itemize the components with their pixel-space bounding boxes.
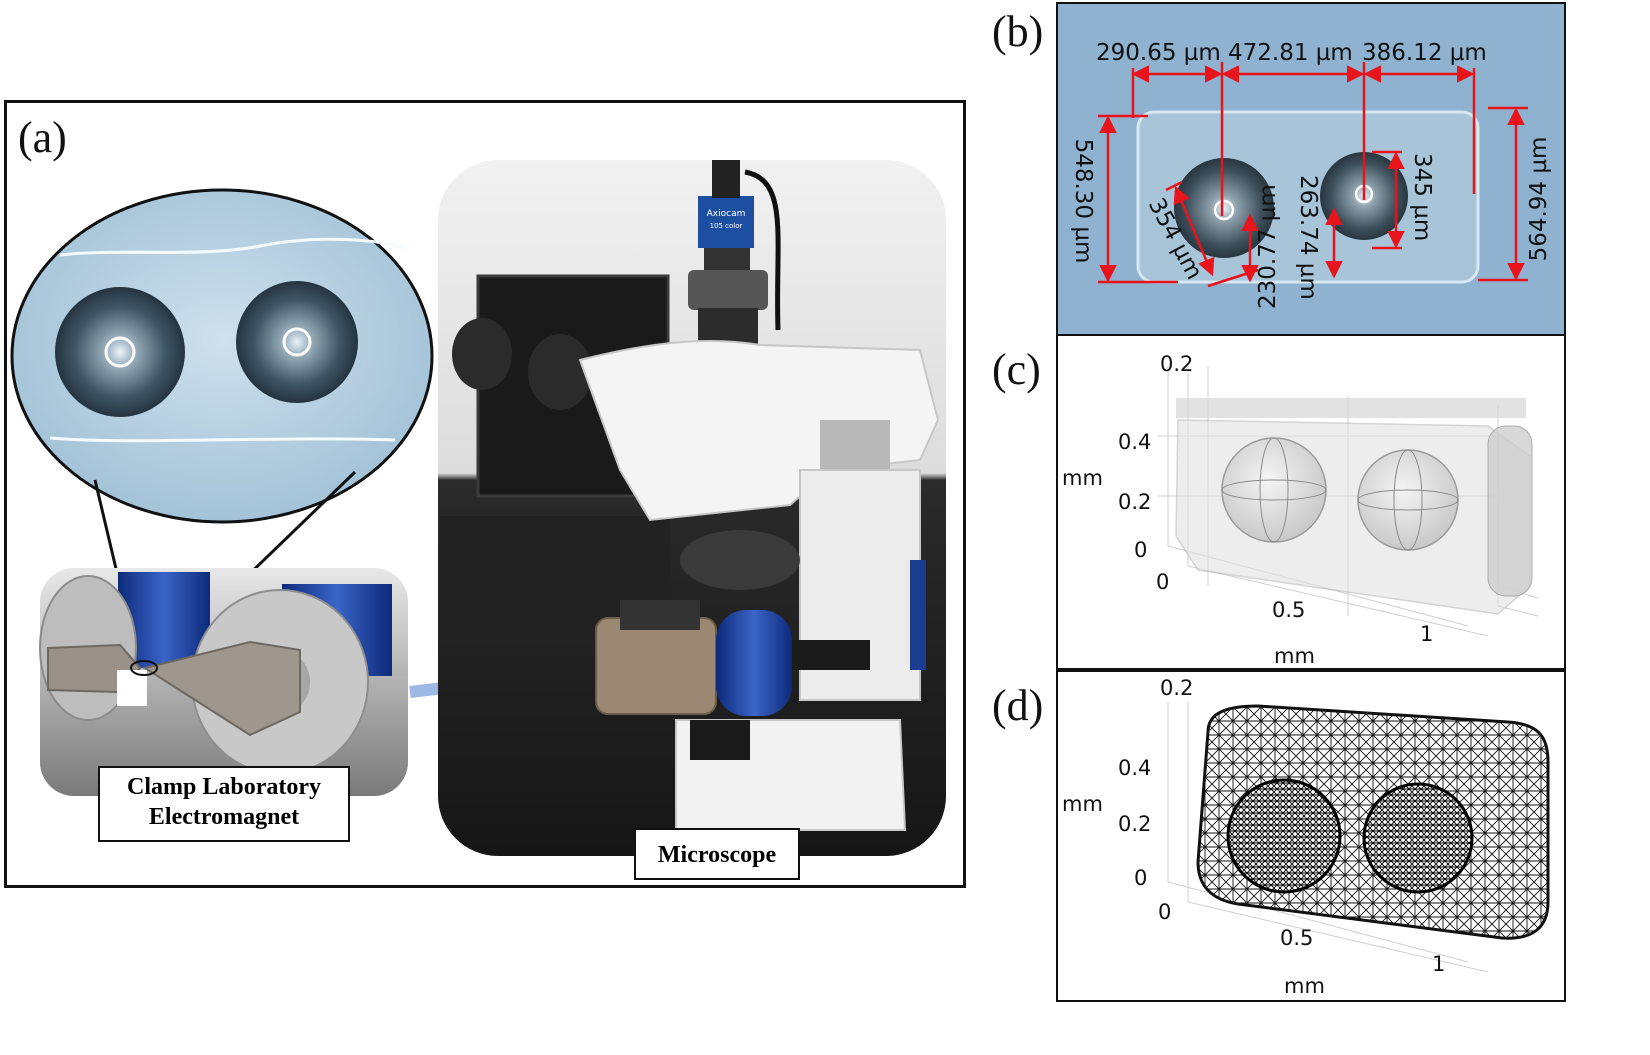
panel-d-z-tick-1: 0.2 xyxy=(1160,676,1194,700)
panel-c-z-unit: mm xyxy=(1062,466,1103,490)
panel-d-z-tick-3: 0.2 xyxy=(1118,812,1152,836)
panel-c-z-tick-2: 0.4 xyxy=(1118,430,1152,454)
electromagnet-label-line1: Clamp Laboratory xyxy=(127,774,321,800)
measure-depth-left: 230.77 µm xyxy=(1255,184,1281,309)
microscope-photo: Axiocam 105 color xyxy=(438,160,946,856)
measure-gap-left: 290.65 µm xyxy=(1096,40,1221,66)
electromagnet-photo xyxy=(39,568,408,796)
panel-d-mesh-plot xyxy=(1167,702,1550,973)
measure-gap-middle: 472.81 µm xyxy=(1228,40,1353,66)
panel-b xyxy=(1056,2,1566,336)
panel-d-x-tick-1: 0 xyxy=(1158,900,1172,924)
electromagnet-label: Clamp Laboratory Electromagnet xyxy=(98,766,350,842)
camera-brand: Axiocam xyxy=(707,209,746,219)
panel-c xyxy=(1056,336,1566,670)
magnetic-sphere-right xyxy=(236,281,358,403)
measure-depth-right: 263.74 µm xyxy=(1295,175,1321,300)
panel-d-z-unit: mm xyxy=(1062,792,1103,816)
electromagnet-label-line2: Electromagnet xyxy=(148,804,300,830)
panel-c-x-tick-3: 1 xyxy=(1420,622,1434,646)
camera-model: 105 color xyxy=(710,222,743,230)
mesh-sphere-left xyxy=(1226,778,1342,894)
panel-c-x-tick-2: 0.5 xyxy=(1272,598,1306,622)
panel-d-letter: (d) xyxy=(992,681,1044,730)
mesh-sphere-right xyxy=(1362,782,1474,894)
panel-d-z-tick-4: 0 xyxy=(1134,866,1148,890)
panel-a-letter: (a) xyxy=(18,113,67,162)
panel-c-z-tick-4: 0 xyxy=(1134,538,1148,562)
measure-gap-right: 386.12 µm xyxy=(1362,40,1487,66)
panel-d-x-tick-2: 0.5 xyxy=(1280,926,1314,950)
zoom-inset xyxy=(10,188,434,524)
panel-d xyxy=(1056,670,1566,1002)
measure-diameter-right: 345 µm xyxy=(1409,153,1435,242)
panel-c-letter: (c) xyxy=(992,345,1041,394)
magnetic-sphere-left xyxy=(55,287,185,417)
geometry-sphere-right xyxy=(1357,449,1459,551)
panel-d-x-tick-3: 1 xyxy=(1432,952,1446,976)
geometry-sphere-left xyxy=(1221,437,1327,543)
microscope-label: Microscope xyxy=(634,828,800,880)
panel-c-geometry-plot xyxy=(1158,366,1539,637)
panel-c-x-unit: mm xyxy=(1274,644,1315,668)
panel-a xyxy=(4,100,966,888)
panel-c-z-tick-1: 0.2 xyxy=(1160,352,1194,376)
measure-height-left: 548.30 µm xyxy=(1070,138,1096,264)
panel-c-z-tick-3: 0.2 xyxy=(1118,490,1152,514)
panel-d-x-unit: mm xyxy=(1284,974,1325,998)
panel-d-z-tick-2: 0.4 xyxy=(1118,756,1152,780)
panel-b-image xyxy=(1098,62,1528,288)
measure-height-right: 564.94 µm xyxy=(1526,136,1552,262)
panel-b-letter: (b) xyxy=(992,7,1044,56)
panel-c-x-tick-1: 0 xyxy=(1156,570,1170,594)
panel-a-photos: Axiocam 105 color xyxy=(10,160,946,856)
